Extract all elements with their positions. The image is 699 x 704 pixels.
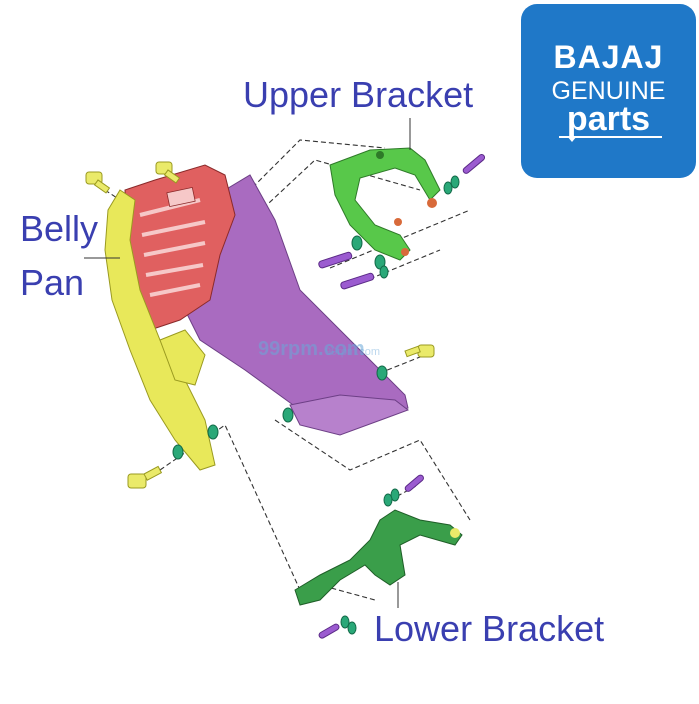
lower-bracket-part — [294, 509, 463, 606]
upper-bracket-nut — [427, 198, 437, 208]
purple-bolt — [318, 623, 340, 639]
belly-pan-side-tab — [159, 329, 206, 386]
purple-bolt — [318, 251, 353, 269]
brand-name: BAJAJ — [553, 39, 664, 75]
upper-bracket-part — [329, 147, 441, 261]
upper-bracket-label: Upper Bracket — [243, 74, 474, 115]
belly-pan-slot — [166, 186, 196, 208]
upper-bracket-nut — [394, 218, 402, 226]
watermark: 99rpm.com — [258, 338, 365, 360]
yellow-screw — [85, 171, 111, 194]
pan-label: Pan — [20, 262, 85, 303]
yellow-screw — [155, 161, 181, 184]
brand-caret-icon — [567, 136, 577, 142]
watermark-secondary: 99rpm.com — [325, 346, 381, 358]
purple-bolt — [340, 272, 375, 290]
belly-pan-side-cover — [104, 189, 216, 471]
lower-bracket-label: Lower Bracket — [374, 608, 605, 649]
purple-bolt — [404, 474, 424, 492]
yellow-screw — [404, 344, 435, 358]
upper-bracket-nut — [401, 248, 409, 256]
lower-bracket-pin — [450, 528, 460, 538]
yellow-screw — [127, 465, 163, 489]
purple-bolt — [462, 154, 486, 174]
brand-parts-text: parts — [566, 100, 651, 138]
label-leader-lines — [84, 118, 411, 608]
brand-genuine-text: GENUINE — [551, 77, 666, 105]
belly-pan-lower-fin — [289, 394, 410, 436]
upper-bracket-hole — [376, 151, 384, 159]
brand-underline — [559, 136, 662, 138]
belly-pan-body — [179, 174, 409, 433]
washers — [172, 175, 460, 635]
bajaj-genuine-parts-logo: BAJAJ GENUINE parts — [521, 4, 696, 178]
belly-label: Belly — [20, 208, 99, 249]
